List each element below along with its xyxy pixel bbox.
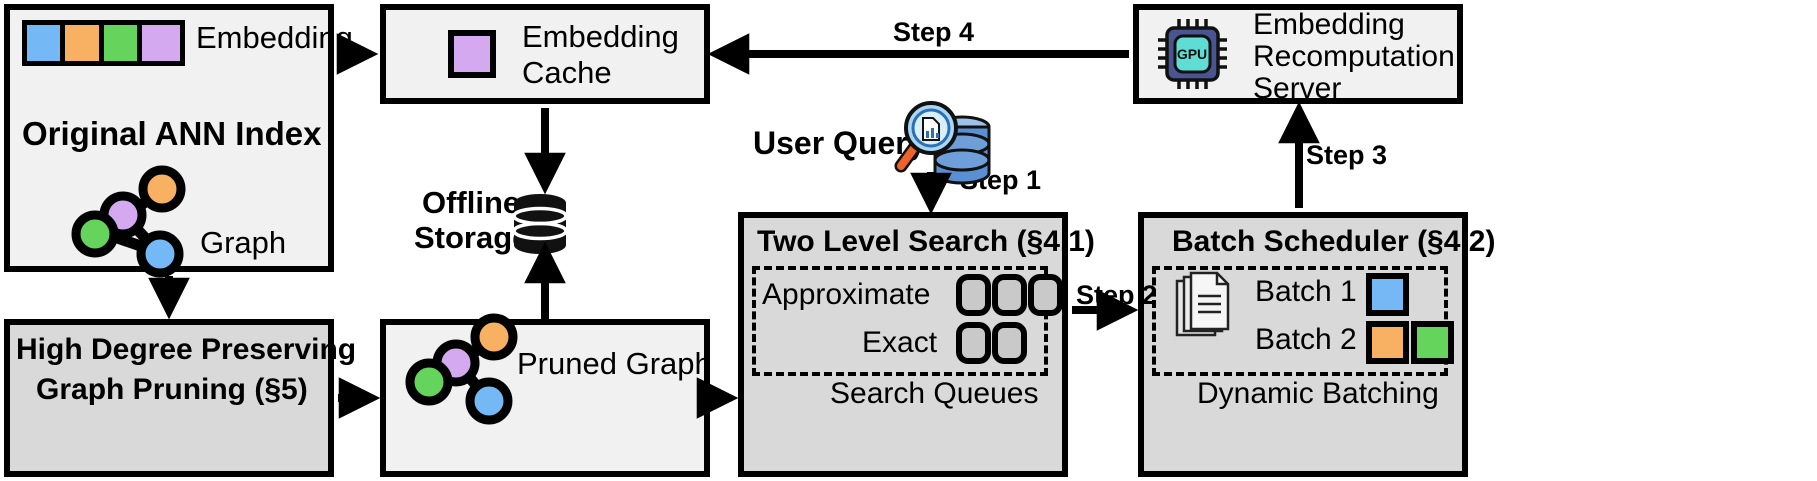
search-queues-caption: Search Queues bbox=[830, 377, 1039, 410]
exact-row-label: Exact bbox=[862, 326, 938, 359]
recomputation-server-line2: Recomputation bbox=[1253, 40, 1455, 73]
two-level-search-title: Two Level Search (§4.1) bbox=[757, 225, 1095, 258]
approximate-queue-slot-2 bbox=[1028, 274, 1063, 316]
offline-storage-label-line2: Storage bbox=[414, 220, 530, 255]
exact-queue-slot-1 bbox=[992, 322, 1027, 364]
dynamic-batching-caption: Dynamic Batching bbox=[1197, 377, 1439, 410]
embedding-strip bbox=[22, 20, 185, 66]
step-2-label: Step 2 bbox=[1076, 280, 1158, 310]
exact-queue-slot-0 bbox=[956, 322, 991, 364]
pruned-graph-panel bbox=[380, 319, 710, 477]
pruned-graph-label: Pruned Graph bbox=[517, 346, 712, 381]
embedding-cache-title-line2: Cache bbox=[522, 55, 612, 90]
embedding-cache-title-line1: Embedding bbox=[522, 19, 679, 54]
batch-2-color-1 bbox=[1411, 321, 1454, 364]
embedding-cache-chip bbox=[448, 30, 496, 78]
batch-1-color-0 bbox=[1366, 273, 1409, 316]
embedding-cache-panel bbox=[380, 4, 710, 104]
step-3-label: Step 3 bbox=[1306, 140, 1388, 170]
step-1-label: Step 1 bbox=[960, 165, 1042, 195]
embedding-label: Embedding bbox=[196, 20, 353, 55]
graph-pruning-line2: Graph Pruning (§5) bbox=[36, 373, 308, 406]
embedding-cell-1 bbox=[65, 25, 104, 61]
embedding-cell-3 bbox=[141, 25, 181, 61]
original-ann-index-title: Original ANN Index bbox=[22, 115, 322, 152]
batch-2-color-0 bbox=[1366, 321, 1409, 364]
offline-storage-label-line1: Offline bbox=[422, 185, 521, 220]
graph-pruning-panel bbox=[4, 319, 334, 477]
graph-label: Graph bbox=[200, 225, 287, 260]
batch-scheduler-title: Batch Scheduler (§4.2) bbox=[1172, 225, 1496, 258]
embedding-cell-0 bbox=[27, 25, 66, 61]
graph-pruning-line1: High Degree Preserving bbox=[16, 333, 357, 366]
user-query-label: User Query bbox=[753, 125, 926, 161]
step-4-label: Step 4 bbox=[893, 17, 975, 47]
batch-1-label: Batch 1 bbox=[1255, 275, 1357, 308]
recomputation-server-line3: Server bbox=[1253, 72, 1342, 105]
approximate-queue-slot-0 bbox=[956, 274, 991, 316]
recomputation-server-line1: Embedding bbox=[1253, 8, 1405, 41]
search-queues-group bbox=[752, 266, 1048, 376]
approximate-row-label: Approximate bbox=[762, 278, 931, 311]
approximate-queue-slot-1 bbox=[992, 274, 1027, 316]
batch-2-label: Batch 2 bbox=[1255, 323, 1357, 356]
embedding-cell-2 bbox=[103, 25, 142, 61]
